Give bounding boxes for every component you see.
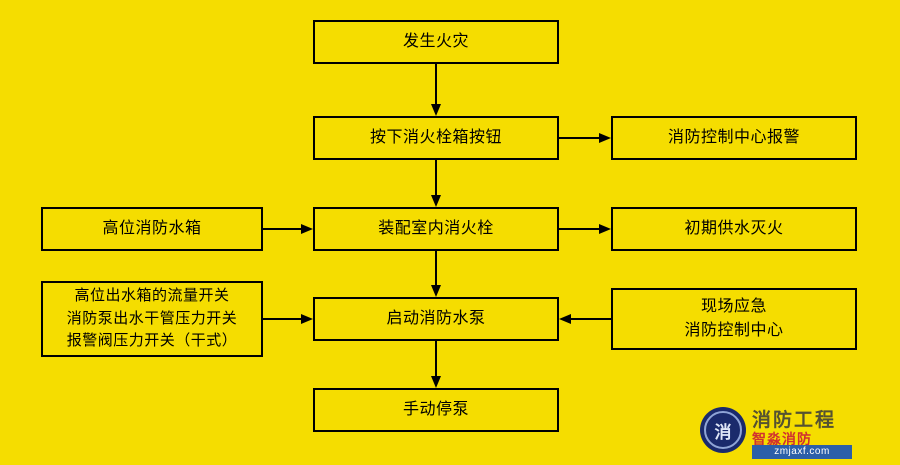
arrow-button-to-control (557, 132, 613, 144)
watermark: 消 消防工程 智淼消防 zmjaxf.com (700, 401, 890, 459)
arrow-emergency-to-pump (557, 313, 613, 325)
watermark-logo-text: 消 (704, 411, 742, 449)
node-fire: 发生火灾 (313, 20, 559, 64)
arrow-hydrant-to-pump (430, 249, 442, 299)
watermark-title: 消防工程 (752, 410, 837, 431)
node-press-hydrant-button: 按下消火栓箱按钮 (313, 116, 559, 160)
node-initial-water-supply-firefighting: 初期供水灭火 (611, 207, 857, 251)
arrow-switches-to-pump (261, 313, 315, 325)
node-fire-control-center-alarm: 消防控制中心报警 (611, 116, 857, 160)
node-onsite-emergency-control-center: 现场应急 消防控制中心 (611, 288, 857, 350)
node-manual-pump-stop: 手动停泵 (313, 388, 559, 432)
node-indoor-hydrant-assembly: 装配室内消火栓 (313, 207, 559, 251)
arrow-pump-to-manualstop (430, 339, 442, 390)
watermark-subtitle: 智淼消防 (752, 431, 812, 447)
arrow-button-to-hydrant (430, 158, 442, 209)
watermark-url: zmjaxf.com (752, 445, 852, 459)
node-start-fire-pump: 启动消防水泵 (313, 297, 559, 341)
arrow-fire-to-button (430, 62, 442, 118)
arrow-tank-to-hydrant (261, 223, 315, 235)
node-pressure-flow-switches: 高位出水箱的流量开关 消防泵出水干管压力开关 报警阀压力开关（干式） (41, 281, 263, 357)
watermark-logo-icon: 消 (700, 407, 746, 453)
node-high-level-fire-water-tank: 高位消防水箱 (41, 207, 263, 251)
arrow-hydrant-to-initial (557, 223, 613, 235)
